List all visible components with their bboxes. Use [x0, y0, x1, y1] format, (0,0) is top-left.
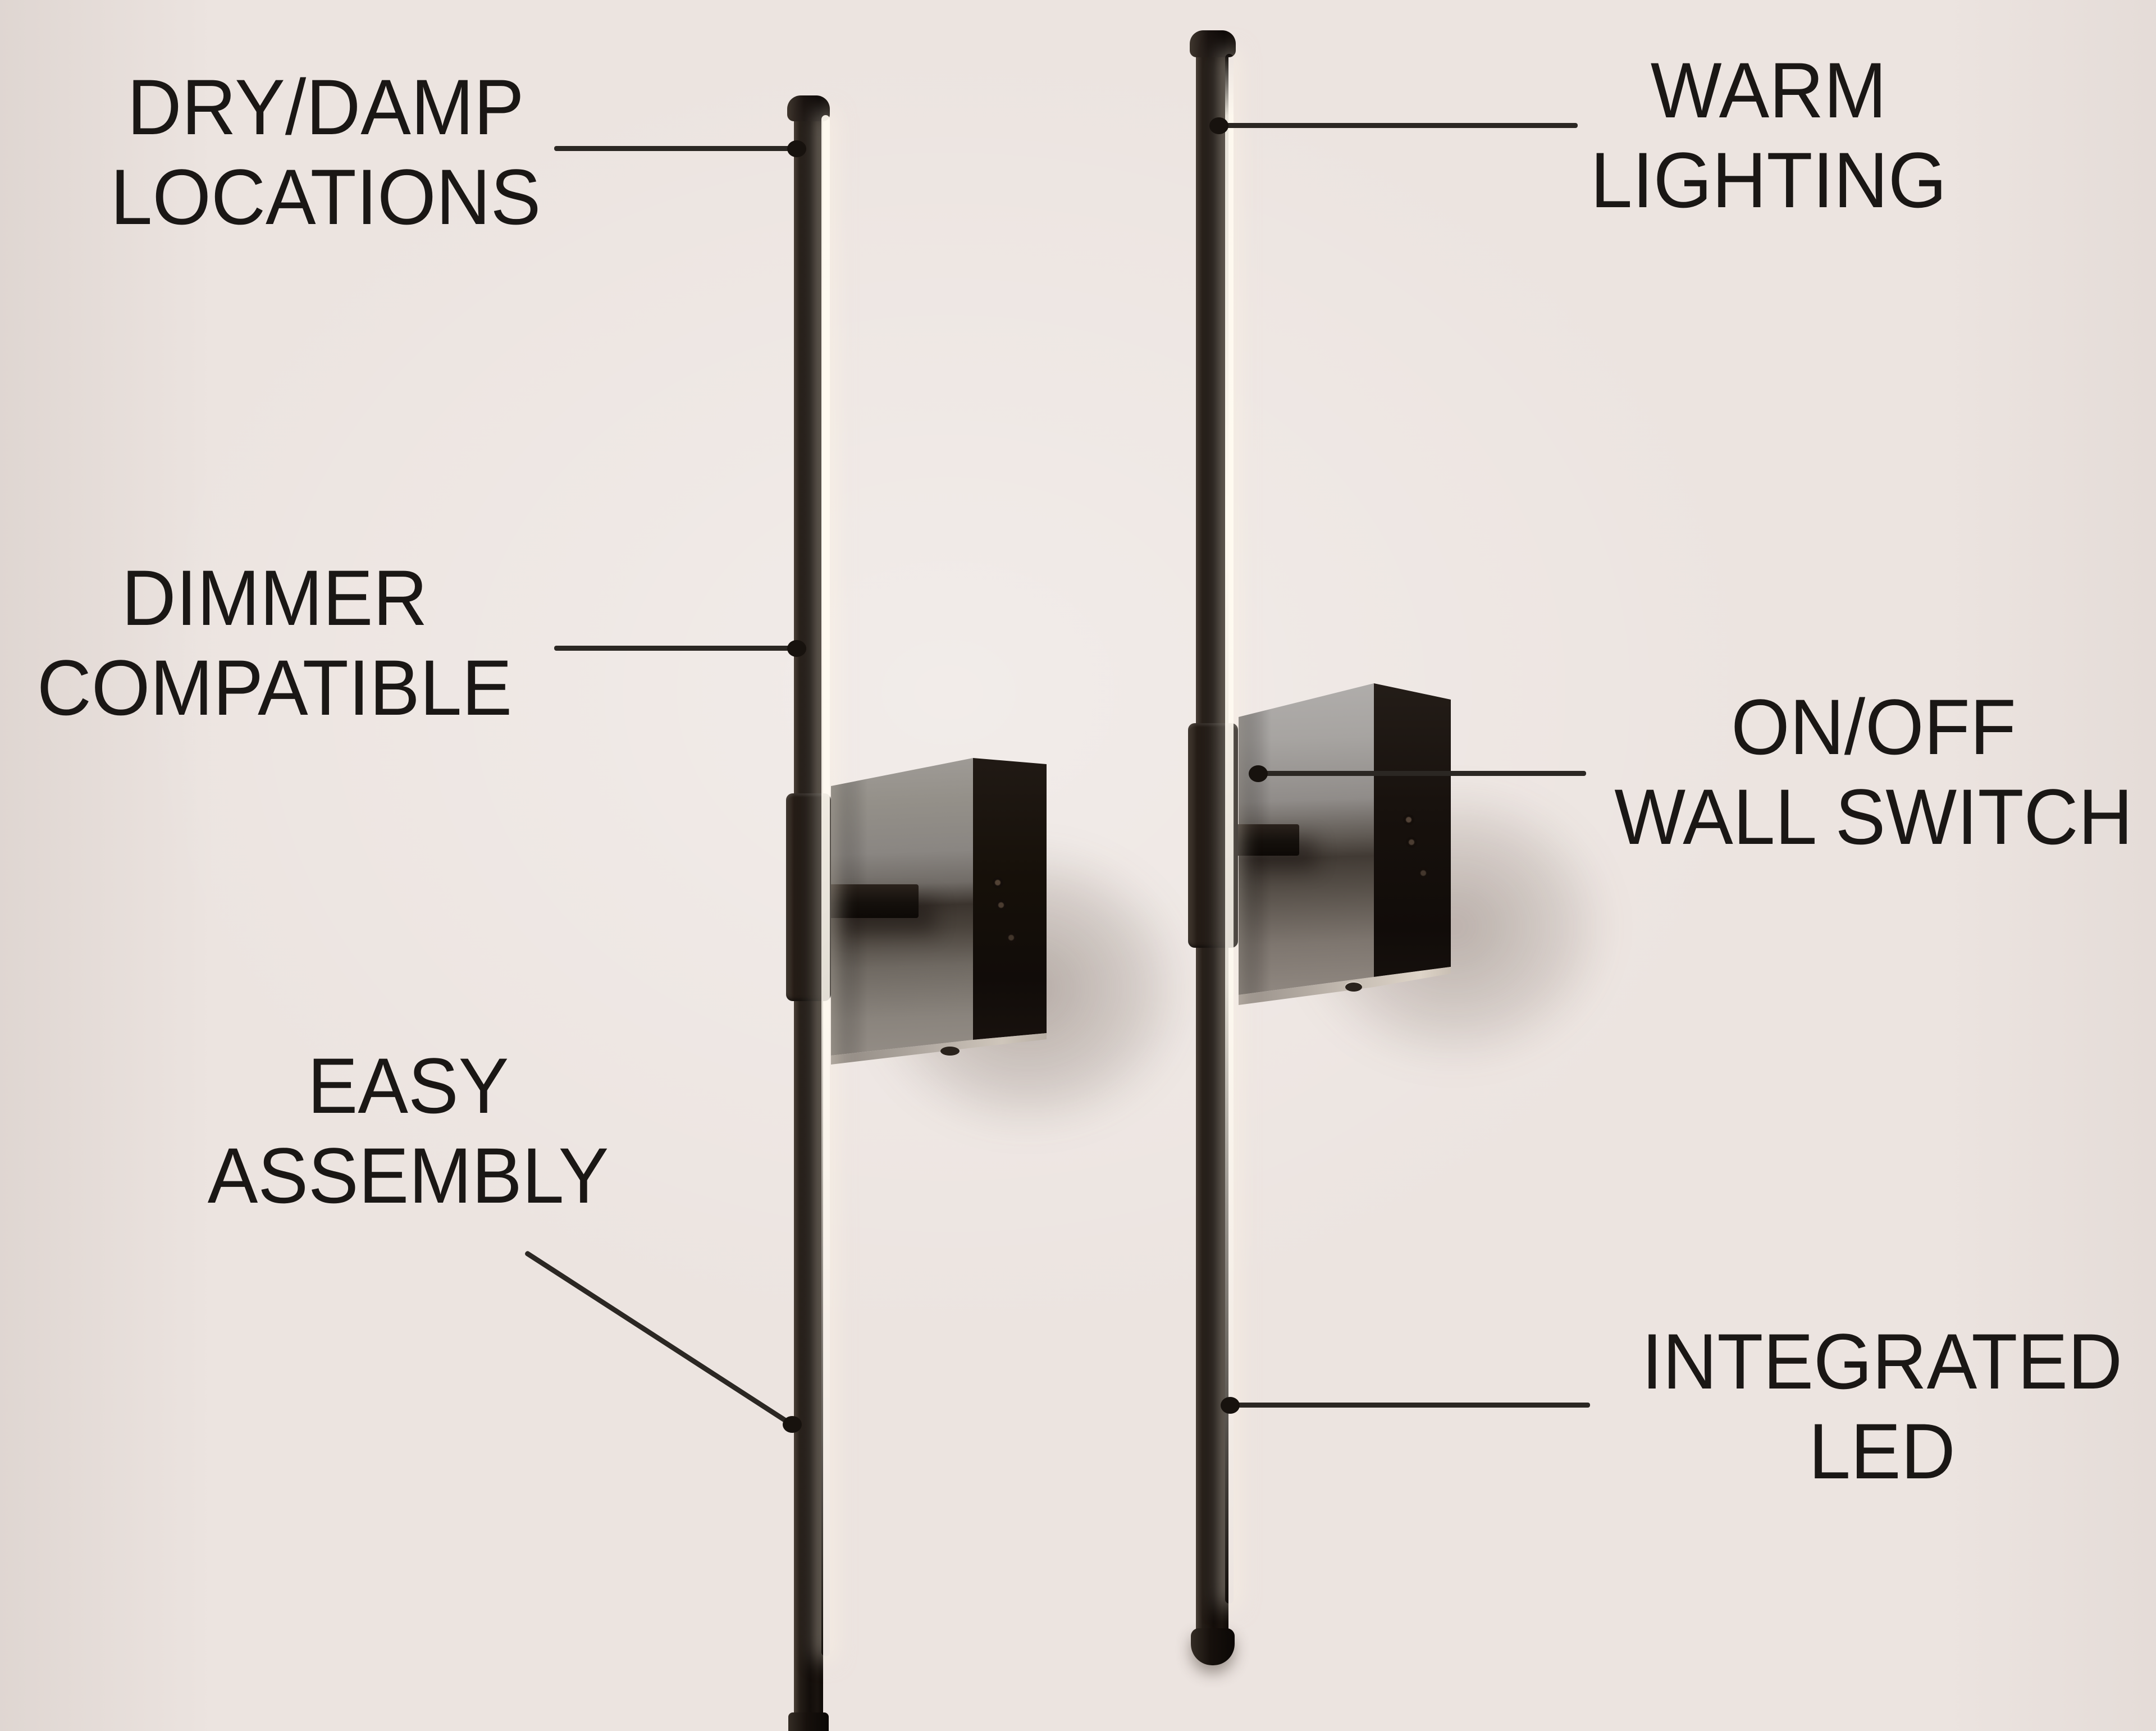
callout-line-on-off	[1258, 771, 1586, 776]
callout-line-integrated-led	[1230, 1403, 1590, 1408]
label-line: DRY/DAMP	[127, 63, 524, 151]
left-sconce-led-glow	[821, 115, 830, 1656]
callout-dot-warm-lighting	[1209, 117, 1228, 134]
left-mount-box-front-face	[973, 758, 1047, 1040]
label-on-off-wall-switch: ON/OFF WALL SWITCH	[1614, 682, 2132, 862]
callout-line-warm-lighting	[1218, 123, 1578, 128]
label-dimmer-compatible: DIMMER COMPATIBLE	[37, 553, 512, 733]
label-warm-lighting: WARM LIGHTING	[1591, 45, 1947, 225]
right-sconce-mount-box	[1239, 679, 1460, 1016]
label-line: EASY	[307, 1042, 509, 1130]
label-easy-assembly: EASY ASSEMBLY	[208, 1041, 609, 1221]
label-line: DIMMER	[121, 554, 428, 642]
right-sconce-bottom-cap	[1191, 1628, 1235, 1665]
label-integrated-led: INTEGRATED LED	[1642, 1317, 2122, 1496]
label-line: ON/OFF	[1731, 683, 2016, 771]
right-sconce-arm	[1227, 824, 1299, 856]
left-mount-box-screw-hole	[940, 1047, 960, 1056]
label-dry-damp-locations: DRY/DAMP LOCATIONS	[111, 62, 541, 242]
callout-dot-integrated-led	[1221, 1397, 1240, 1414]
callout-line-dimmer	[554, 646, 797, 651]
label-line: LED	[1808, 1407, 1956, 1495]
callout-dot-easy-assembly	[783, 1416, 802, 1433]
label-line: INTEGRATED	[1641, 1317, 2123, 1405]
left-sconce-bottom-collar	[788, 1712, 829, 1731]
right-sconce-led-glow	[1225, 54, 1234, 1604]
left-sconce-arm	[824, 884, 919, 918]
left-sconce-mount-box	[831, 752, 1050, 1067]
callout-dot-dry-damp	[787, 140, 806, 157]
right-mount-box-screw-hole	[1345, 983, 1362, 992]
right-sconce-top-cap	[1190, 30, 1236, 57]
callout-dot-dimmer	[787, 640, 806, 657]
right-mount-box-front-face	[1374, 683, 1451, 977]
label-line: COMPATIBLE	[36, 643, 513, 732]
label-line: LIGHTING	[1590, 136, 1947, 224]
label-line: WALL SWITCH	[1614, 773, 2133, 861]
label-line: LOCATIONS	[110, 153, 541, 241]
callout-line-dry-damp	[554, 146, 797, 151]
label-line: ASSEMBLY	[207, 1131, 609, 1220]
callout-dot-on-off	[1249, 765, 1268, 782]
label-line: WARM	[1650, 46, 1887, 134]
